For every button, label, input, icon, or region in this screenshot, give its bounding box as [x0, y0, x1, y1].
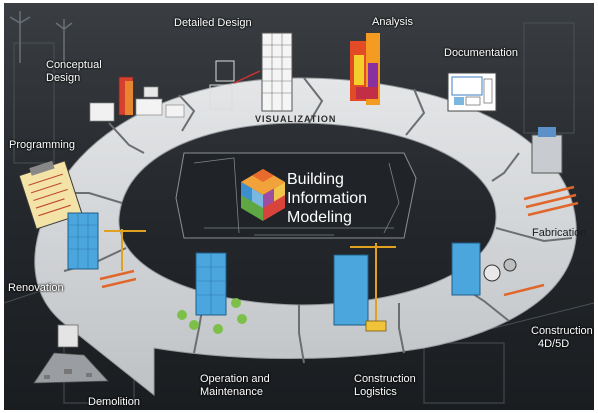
label-demolition: Demolition: [88, 396, 140, 409]
center-title-line1: Building: [287, 170, 367, 189]
diagram-frame: Detailed Design Analysis Conceptual Desi…: [4, 3, 594, 410]
label-construction-4d5d-line1: Construction: [531, 325, 593, 338]
center-title: Building Information Modeling: [287, 170, 367, 227]
label-documentation: Documentation: [444, 47, 518, 60]
label-analysis: Analysis: [372, 16, 413, 29]
label-construction-logistics-line2: Logistics: [354, 386, 416, 399]
documentation-sheet: [448, 73, 496, 111]
label-programming: Programming: [9, 139, 75, 152]
center-title-line3: Modeling: [287, 208, 367, 227]
label-operation-maintenance-line1: Operation and: [200, 373, 270, 386]
label-operation-maintenance: Operation and Maintenance: [200, 373, 270, 399]
center-title-line2: Information: [287, 189, 367, 208]
analysis-model: [350, 33, 380, 105]
label-detailed-design: Detailed Design: [174, 17, 252, 30]
label-construction-4d5d: Construction 4D/5D: [531, 325, 593, 351]
label-construction-logistics: Construction Logistics: [354, 373, 416, 399]
label-construction-logistics-line1: Construction: [354, 373, 416, 386]
label-conceptual-design: Conceptual Design: [46, 59, 126, 85]
label-construction-4d5d-line2: 4D/5D: [531, 338, 593, 351]
label-fabrication: Fabrication: [532, 227, 586, 240]
label-renovation: Renovation: [8, 282, 64, 295]
ring-label-visualization: VISUALIZATION: [255, 114, 336, 124]
label-operation-maintenance-line2: Maintenance: [200, 386, 270, 399]
